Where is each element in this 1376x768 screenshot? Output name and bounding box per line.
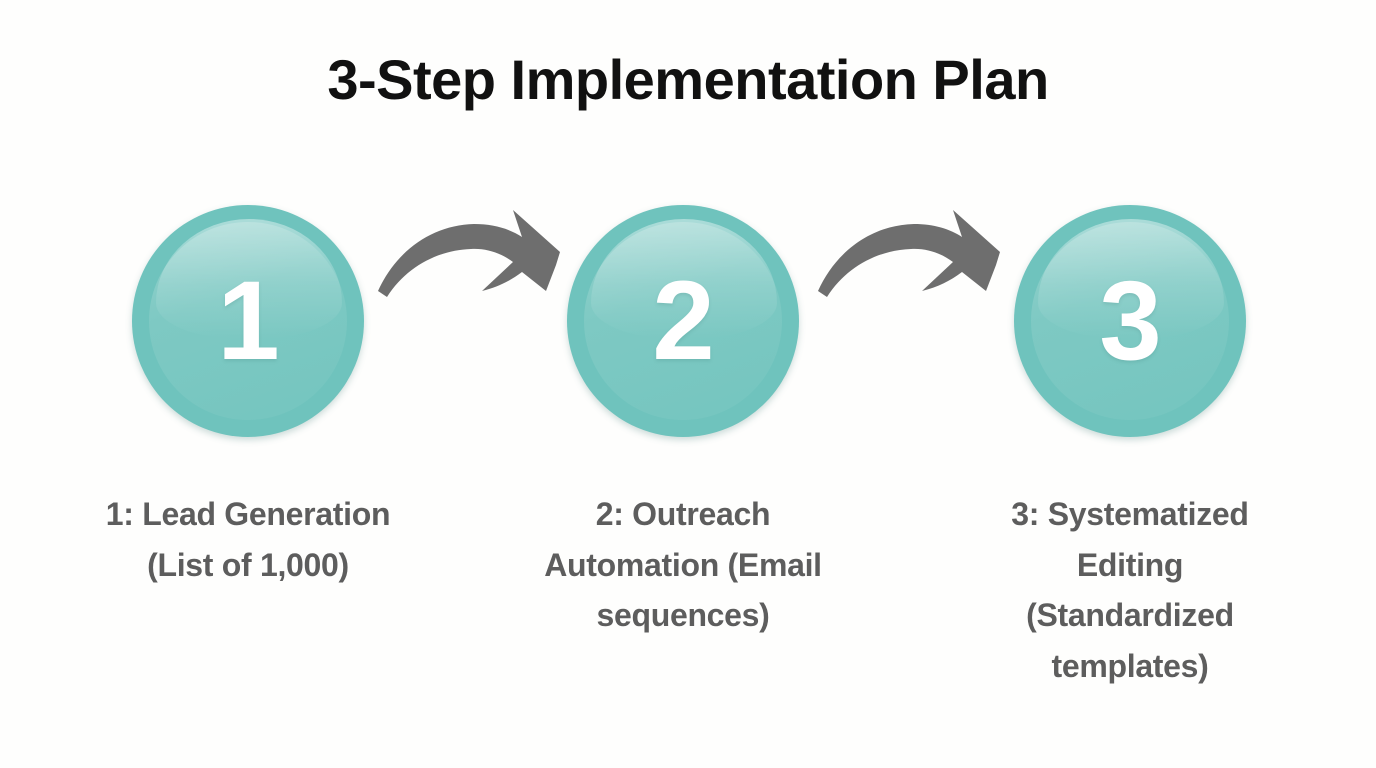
step-number-3: 3 (1099, 258, 1161, 383)
step-caption-2: 2: Outreach Automation (Email sequences) (544, 496, 822, 634)
steps-row: 1 1: Lead Generation (List of 1,000) 2 2… (0, 205, 1376, 725)
step-badge-2: 2 (567, 205, 799, 437)
step-caption-1: 1: Lead Generation (List of 1,000) (105, 496, 391, 583)
step-item-1: 1 1: Lead Generation (List of 1,000) (93, 205, 403, 590)
arrow-step2-to-step3-icon (810, 205, 1010, 315)
step-item-2: 2 2: Outreach Automation (Email sequence… (528, 205, 838, 641)
step-badge-3: 3 (1014, 205, 1246, 437)
step-item-3: 3 3: Systematized Editing (Standardized … (975, 205, 1285, 691)
arrow-step1-to-step2-icon (370, 205, 570, 315)
step-badge-1: 1 (132, 205, 364, 437)
page-title: 3-Step Implementation Plan (327, 48, 1049, 111)
step-number-2: 2 (652, 258, 714, 383)
step-number-1: 1 (217, 258, 279, 383)
step-caption-3: 3: Systematized Editing (Standardized te… (1011, 496, 1249, 684)
